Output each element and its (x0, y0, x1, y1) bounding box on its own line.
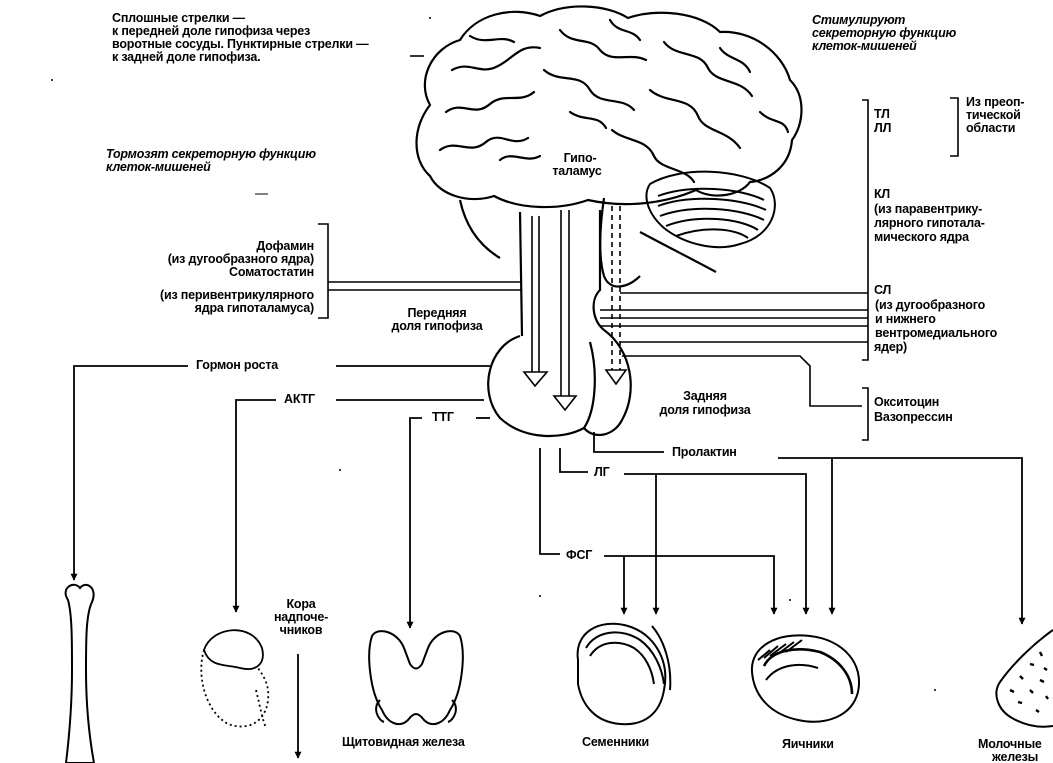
releasing-tl: ТЛ (874, 107, 890, 121)
preoptic-line-1: Из преоп- (966, 95, 1025, 109)
target-testes: Семенники (582, 735, 649, 749)
releasing-kl: КЛ (874, 187, 891, 201)
inhibitor-somatostatin-source-1: (из перивентрикулярного (160, 288, 314, 302)
hormone-lg: ЛГ (594, 465, 610, 479)
releasing-kl-source-2: лярного гипотала- (874, 216, 985, 230)
posterior-lobe-label-1: Задняя (683, 389, 727, 403)
speckles (51, 17, 936, 691)
thyroid-icon (368, 630, 464, 726)
legend-line-1: Сплошные стрелки — (112, 11, 245, 25)
cerebellum-icon (645, 170, 776, 249)
hormone-ttg: ТТГ (432, 410, 454, 424)
ovary-icon (750, 634, 861, 723)
target-mammary-1: Молочные (978, 737, 1042, 751)
inhibitor-dopamine: Дофамин (256, 239, 314, 253)
releasing-sl-source-3: вентромедиального (872, 327, 1001, 340)
legend-line-4: к задней доле гипофиза. (112, 50, 261, 64)
stimulate-line-2: секреторную функцию (812, 26, 957, 40)
inhibit-line-2: клеток-мишеней (106, 160, 211, 174)
inhibitor-somatostatin-source-2: ядра гипоталамуса) (194, 301, 315, 315)
stimulate-line-1: Стимулируют (812, 13, 906, 27)
hormone-actg: АКТГ (284, 392, 315, 406)
stimulate-line-3: клеток-мишеней (812, 39, 917, 53)
adrenal-label-3: чников (279, 623, 323, 637)
releasing-ll: ЛЛ (874, 121, 892, 135)
hypothalamus-label-2: таламус (552, 164, 602, 178)
inhibit-line-1: Тормозят секреторную функцию (106, 147, 316, 161)
testis-icon (576, 622, 672, 726)
hormone-fsg: ФСГ (566, 548, 593, 562)
preoptic-line-3: области (966, 121, 1016, 135)
preoptic-line-2: тической (966, 108, 1021, 122)
legend-line-3: воротные сосуды. Пунктирные стрелки — (112, 37, 369, 51)
vasopressin-label: Вазопрессин (874, 410, 953, 424)
portal-arrows (522, 206, 628, 412)
anterior-lobe-label-2: доля гипофиза (391, 319, 483, 333)
releasing-sl-source-2: и нижнего (872, 313, 939, 326)
target-mammary-2: железы (992, 750, 1039, 763)
bone-icon (64, 583, 96, 763)
target-thyroid: Щитовидная железа (342, 735, 465, 749)
releasing-links (255, 55, 959, 441)
posterior-lobe-label-2: доля гипофиза (659, 403, 751, 417)
target-ovaries: Яичники (782, 737, 834, 751)
hypothalamus-label-1: Гипо- (563, 151, 597, 165)
adrenal-label-2: надпоче- (273, 610, 329, 624)
hormone-prolactin: Пролактин (672, 445, 737, 459)
releasing-kl-source-1: (из паравентрику- (874, 202, 983, 216)
hormone-growth: Гормон роста (196, 358, 279, 372)
mammary-gland-icon (995, 629, 1053, 728)
legend-line-2: к передней доле гипофиза через (112, 24, 311, 38)
inhibitor-somatostatin: Соматостатин (229, 265, 314, 279)
adrenal-icon (200, 629, 270, 729)
anterior-lobe-label-1: Передняя (407, 306, 467, 320)
pituitary-icon (458, 197, 717, 438)
hormone-arrows (70, 365, 1026, 759)
releasing-sl-source-1: (из дугообразного (872, 299, 989, 312)
adrenal-label-1: Кора (286, 597, 316, 611)
releasing-kl-source-3: мического ядра (874, 230, 969, 244)
inhibitor-links (318, 223, 522, 319)
oxytocin-label: Окситоцин (874, 395, 940, 409)
inhibitor-dopamine-source: (из дугообразного ядра) (167, 252, 314, 266)
brain-icon (415, 5, 803, 209)
releasing-sl-source-4: ядер) (874, 340, 907, 354)
releasing-sl: СЛ (874, 283, 892, 297)
